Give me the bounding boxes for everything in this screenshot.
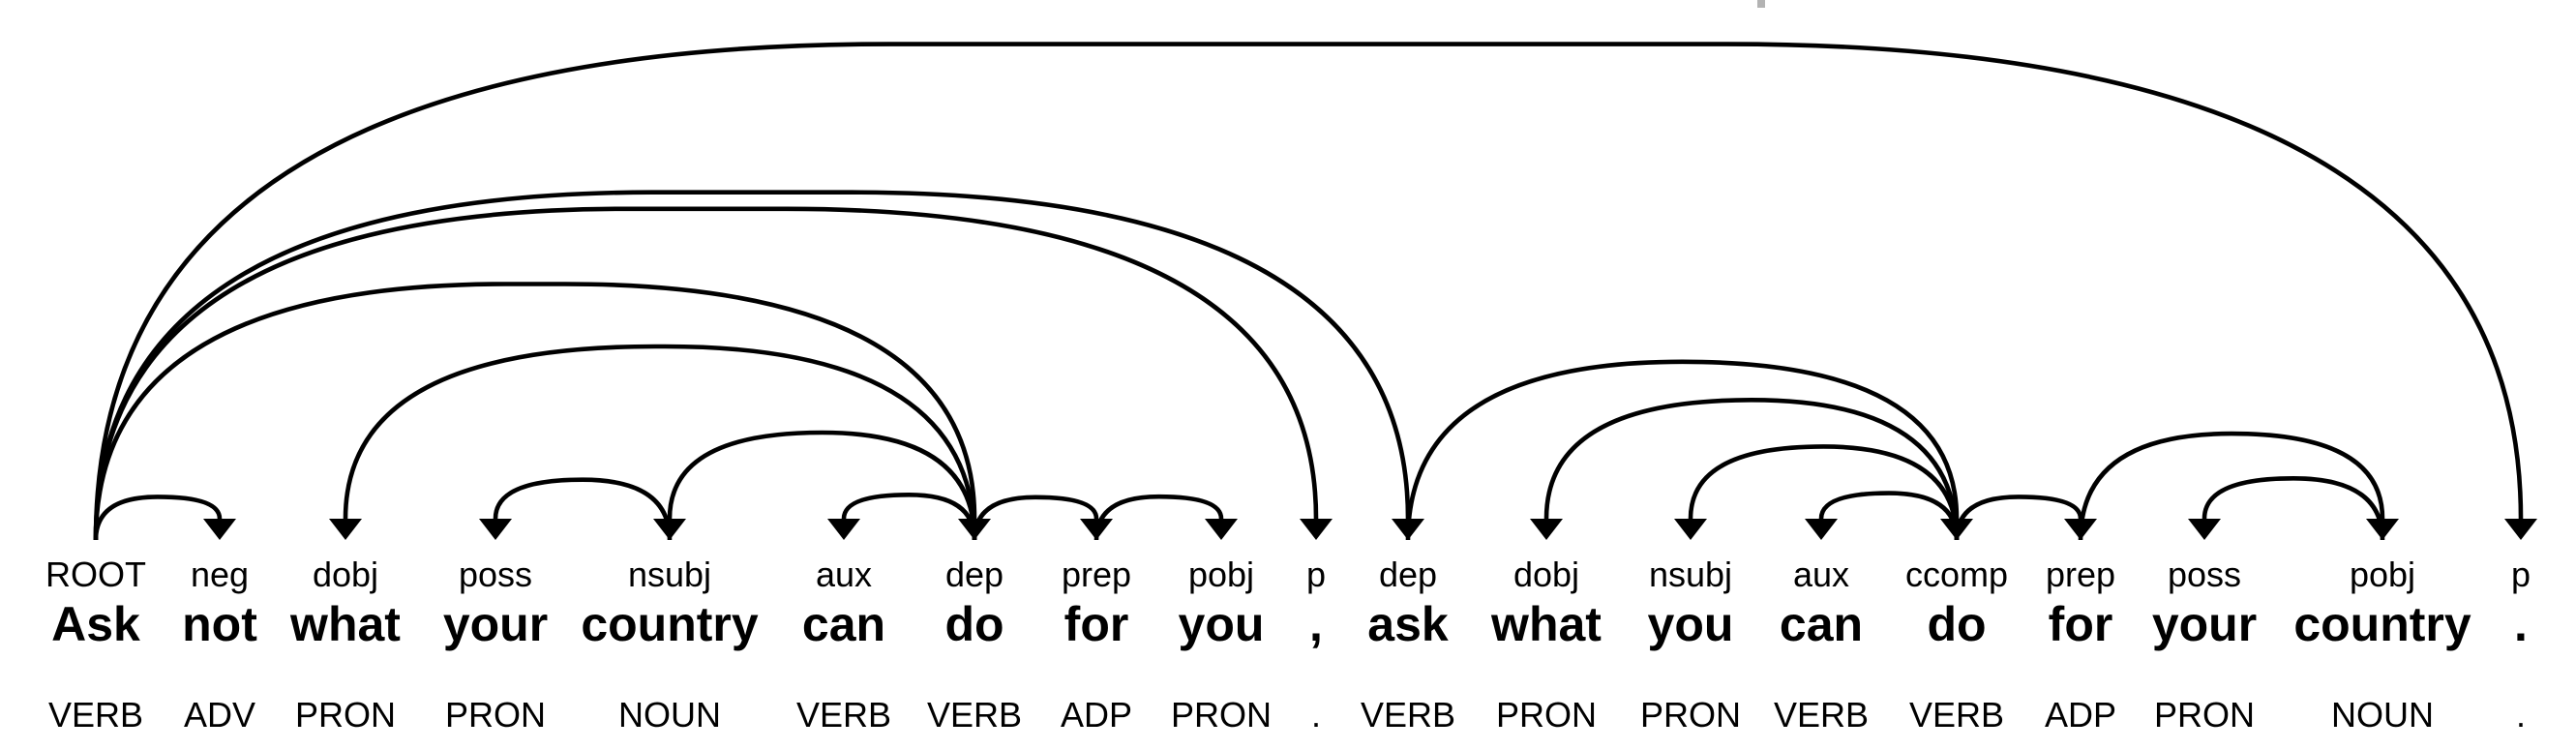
arrowhead [1205, 519, 1238, 540]
dependency-label: prep [2045, 555, 2116, 594]
dependency-label: poss [458, 555, 533, 594]
token-word: your [2151, 597, 2258, 651]
arrowhead [2188, 519, 2221, 540]
dependency-arc [667, 430, 977, 541]
pos-tag: VERB [926, 695, 1023, 735]
arrowhead [1530, 519, 1563, 540]
pos-tag: NOUN [618, 695, 721, 735]
dependency-label: aux [1792, 555, 1850, 594]
token-word: do [944, 597, 1004, 651]
dependency-arc [841, 492, 977, 541]
dependency-arc [93, 495, 223, 541]
dependency-label: dep [1378, 555, 1438, 594]
pos-tag: . [1310, 695, 1322, 735]
dependency-label: p [2510, 555, 2531, 594]
token-word: do [1927, 597, 1987, 651]
token-word: for [2048, 597, 2113, 651]
dependency-arc [2078, 431, 2385, 541]
dependency-label: nsubj [627, 555, 712, 594]
screenshot-artifact-tick [1757, 0, 1765, 8]
dependency-label: pobj [1187, 555, 1255, 594]
arrowhead [653, 519, 686, 540]
pos-tag: ADP [2044, 695, 2117, 735]
token-word: your [442, 597, 549, 651]
arrowhead [1674, 519, 1707, 540]
arrowhead [2366, 519, 2399, 540]
token-word: . [2514, 597, 2528, 651]
token-word: country [581, 597, 759, 651]
pos-tag: PRON [2153, 695, 2256, 735]
dependency-arc [1954, 495, 2083, 541]
pos-tag: PRON [294, 695, 397, 735]
token-word: what [290, 597, 401, 651]
token-word: can [1779, 597, 1864, 651]
pos-tag: PRON [1170, 695, 1273, 735]
pos-tag: VERB [795, 695, 892, 735]
pos-tag: VERB [1360, 695, 1456, 735]
pos-tag: PRON [1495, 695, 1598, 735]
token-word: you [1178, 597, 1265, 651]
token-word: not [182, 597, 257, 651]
dependency-arc [1543, 398, 1960, 541]
arrowhead [479, 519, 512, 540]
token-word: Ask [51, 597, 140, 651]
pos-tag: NOUN [2331, 695, 2434, 735]
dependency-arc [93, 42, 2524, 541]
dependency-arc [93, 282, 977, 541]
dependency-arc [93, 190, 1411, 541]
dependency-arc [1093, 494, 1224, 541]
dependency-label: poss [2167, 555, 2242, 594]
pos-tag: VERB [47, 695, 144, 735]
token-word: can [801, 597, 886, 651]
dependency-arc [1818, 491, 1960, 541]
dependency-label: ROOT [45, 555, 146, 594]
token-word: what [1491, 597, 1602, 651]
dependency-arc [972, 495, 1099, 541]
dependency-arc [93, 206, 1319, 541]
arrowhead [203, 519, 236, 540]
dependency-arc [343, 344, 977, 541]
dependency-arc [2202, 476, 2385, 541]
dependency-label: dep [944, 555, 1004, 594]
dependency-label: dobj [312, 555, 379, 594]
dependency-label: ccomp [1904, 555, 2009, 594]
pos-tag: VERB [1908, 695, 2005, 735]
arrowhead [827, 519, 860, 540]
dependency-label: p [1305, 555, 1327, 594]
dependency-label: pobj [2349, 555, 2416, 594]
arrowhead [1805, 519, 1838, 540]
pos-tag: ADV [183, 695, 256, 735]
dependency-label: nsubj [1648, 555, 1733, 594]
token-word: for [1063, 597, 1129, 651]
pos-tag: PRON [1639, 695, 1742, 735]
token-word: country [2293, 597, 2471, 651]
dependency-arc [1688, 444, 1960, 541]
dependency-arc [493, 477, 673, 541]
token-word: you [1647, 597, 1734, 651]
pos-tag: . [2515, 695, 2527, 735]
dependency-label: aux [815, 555, 873, 594]
arrowhead [329, 519, 362, 540]
dependency-label: dobj [1513, 555, 1580, 594]
pos-tag: PRON [444, 695, 547, 735]
dependency-label: neg [190, 555, 250, 594]
arrowhead [2504, 519, 2537, 540]
pos-tag: ADP [1060, 695, 1133, 735]
arrowhead [1300, 519, 1333, 540]
pos-tag: VERB [1773, 695, 1870, 735]
dependency-label: prep [1061, 555, 1132, 594]
token-word: ask [1367, 597, 1449, 651]
dependency-arc [1405, 359, 1960, 541]
token-word: , [1309, 597, 1323, 651]
